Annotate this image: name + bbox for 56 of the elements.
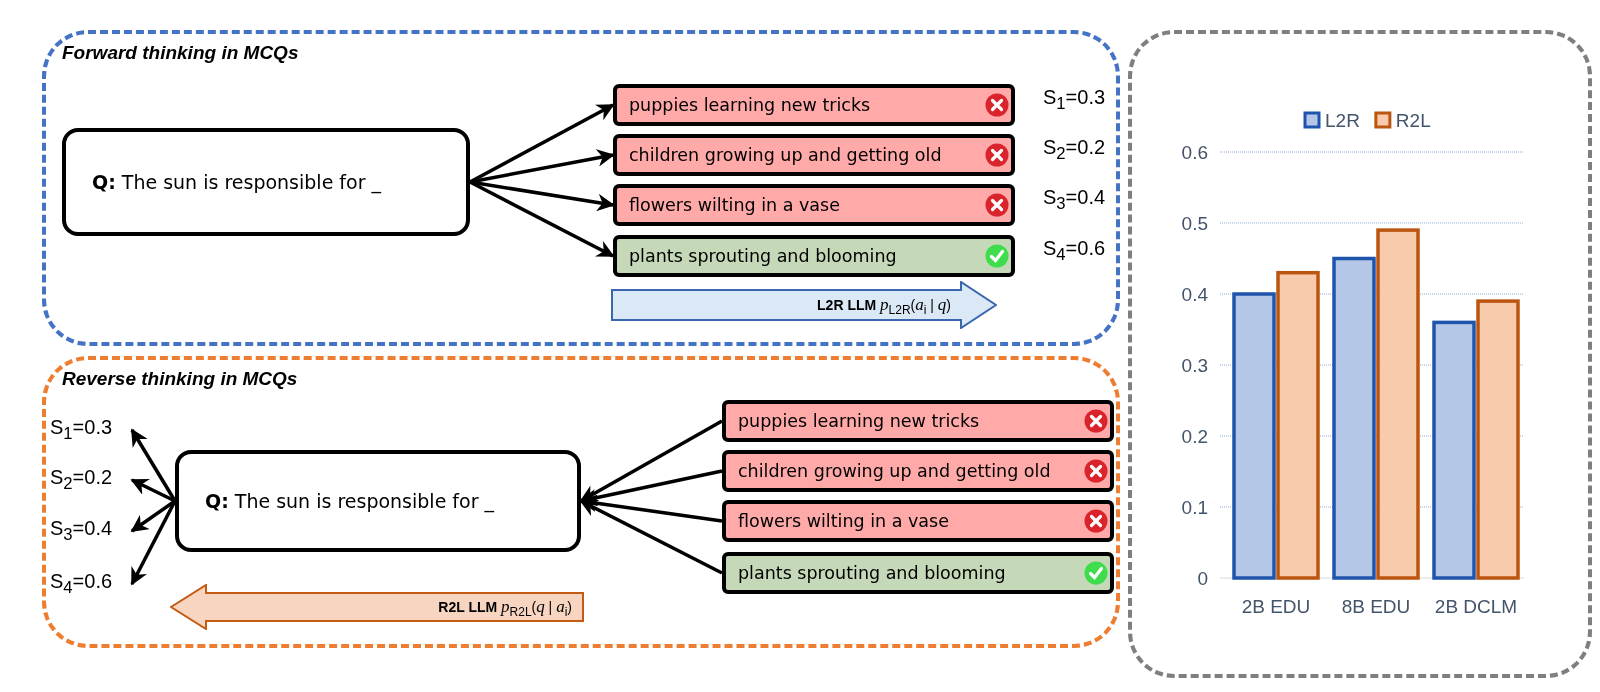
answer-text: plants sprouting and blooming xyxy=(738,563,1006,583)
answer-text: plants sprouting and blooming xyxy=(629,246,897,266)
y-tick-label: 0 xyxy=(1197,568,1208,589)
answer-text: puppies learning new tricks xyxy=(738,411,980,431)
x-tick-label: 2B DCLM xyxy=(1434,596,1518,617)
dashed-panel xyxy=(42,30,1120,346)
answer-box xyxy=(722,552,1114,594)
block-arrow xyxy=(170,584,584,630)
score-text: S$_{2}$=0.2 xyxy=(50,466,113,494)
arrow xyxy=(130,428,177,502)
score-text: S$_{1}$=0.3 xyxy=(1043,86,1106,114)
score-text: S$_{4}$=0.6 xyxy=(1043,237,1106,265)
answer-text: children growing up and getting old xyxy=(738,461,1051,481)
answer-box xyxy=(613,184,1015,226)
answer-text: flowers wilting in a vase xyxy=(738,511,949,531)
legend-label: L2R xyxy=(1325,110,1360,131)
score-text: S$_{3}$=0.4 xyxy=(1043,186,1106,214)
answer-box xyxy=(722,500,1114,542)
y-tick-label: 0.3 xyxy=(1181,355,1208,376)
answer-box xyxy=(613,84,1015,126)
arrow xyxy=(469,180,615,258)
panel-heading: Forward thinking in MCQs xyxy=(62,42,299,64)
arrow xyxy=(130,500,177,586)
dashed-panel xyxy=(42,356,1120,648)
answer-box xyxy=(722,400,1114,442)
y-tick-label: 0.4 xyxy=(1181,284,1208,305)
answer-box xyxy=(613,134,1015,176)
score-text: S$_{4}$=0.6 xyxy=(50,570,113,598)
answer-box xyxy=(613,235,1015,277)
answer-text: children growing up and getting old xyxy=(629,145,942,165)
answer-box xyxy=(722,450,1114,492)
answer-text: flowers wilting in a vase xyxy=(629,195,840,215)
question-box xyxy=(175,450,581,552)
arrow xyxy=(579,419,723,503)
arrow-label: R2L LLM p$_{R2L}$(q | a$_{i}$) xyxy=(437,596,572,620)
panel-heading: Reverse thinking in MCQs xyxy=(62,368,298,390)
y-tick-label: 0.2 xyxy=(1181,426,1208,447)
y-tick-label: 0.5 xyxy=(1181,213,1208,234)
y-tick-label: 0.6 xyxy=(1181,142,1208,163)
question-box xyxy=(62,128,470,236)
question-text: Q: The sun is responsible for _ xyxy=(205,490,495,512)
arrow xyxy=(469,103,615,184)
arrow xyxy=(130,499,176,533)
block-arrow xyxy=(611,281,997,329)
score-text: S$_{2}$=0.2 xyxy=(1043,136,1106,164)
score-text: S$_{1}$=0.3 xyxy=(50,416,113,444)
arrow xyxy=(579,499,723,575)
score-text: S$_{3}$=0.4 xyxy=(50,517,113,545)
arrow-label: L2R LLM p$_{L2R}$(a$_{i}$ | q) xyxy=(817,294,951,319)
answer-text: puppies learning new tricks xyxy=(629,95,871,115)
x-tick-label: 2B EDU xyxy=(1241,596,1311,617)
x-tick-label: 8B EDU xyxy=(1341,596,1411,617)
legend-label: R2L xyxy=(1395,110,1431,131)
arrow xyxy=(130,478,176,503)
question-text: Q: The sun is responsible for _ xyxy=(92,171,382,193)
y-tick-label: 0.1 xyxy=(1181,497,1208,518)
